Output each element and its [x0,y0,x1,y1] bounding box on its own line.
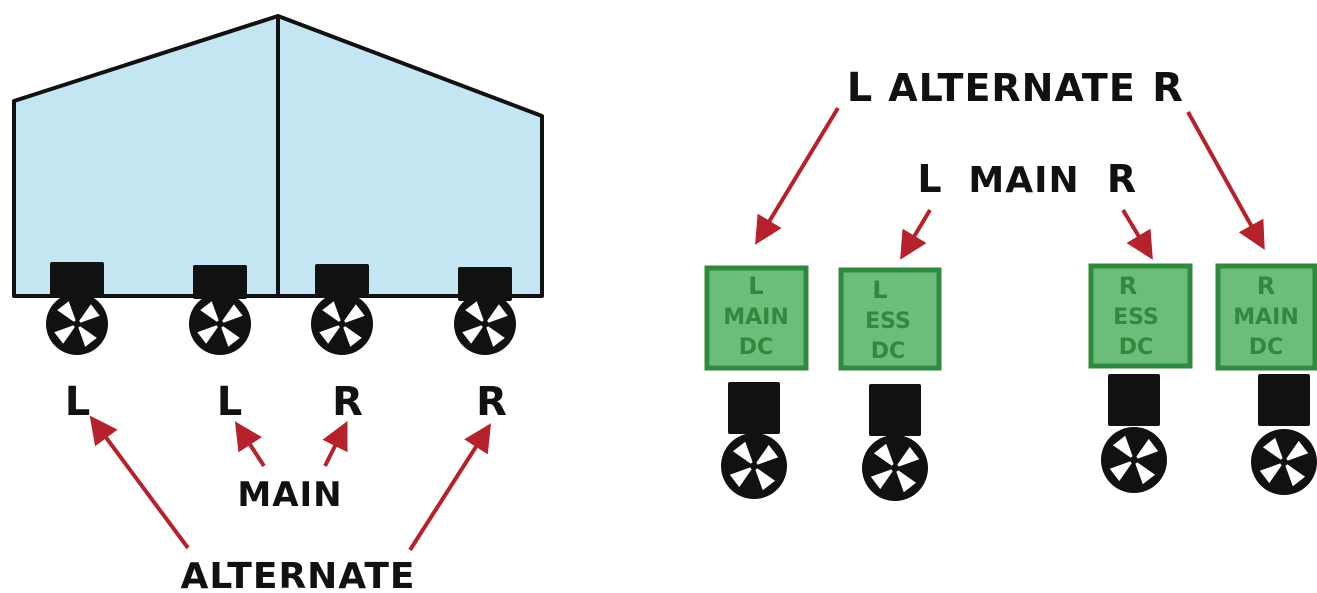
right-diagram: L ALTERNATE R L MAIN R L MAIN DC L ESS D… [704,65,1317,501]
fan-icon [189,293,251,355]
bus-box-line: L [872,276,887,304]
left-main-label: MAIN [237,475,342,515]
arrow-alternate-l-to-left-main-dc [755,106,840,245]
bus-box-line: L [748,272,763,300]
fan-icon [1251,429,1317,495]
generator-block [315,264,369,298]
fan-icon [721,433,787,499]
fan-icon [1101,427,1167,493]
generator-block [1108,374,1160,426]
generator-block [458,267,512,301]
bus-box-line: R [1257,272,1275,300]
left-position-label: R [476,379,508,425]
alternate-label-r: R [1152,65,1184,111]
generator-block [1258,374,1310,426]
bus-box-left-ess-dc: L ESS DC [838,267,942,371]
arrow-main-l-to-left-ess-dc [900,208,932,260]
main-label-text: MAIN [968,160,1079,201]
arrow-main-to-inner-right [322,420,348,467]
right-generator-units [721,374,1317,501]
main-label-r: R [1107,157,1137,201]
bus-box-line: ESS [865,309,911,334]
bus-box-line: DC [739,335,773,360]
left-diagram: L L R R MAIN ALTERNATE [12,14,544,593]
left-position-label: R [332,379,364,425]
alternate-label-l: L [847,65,874,111]
left-position-label: L [217,379,244,425]
generator-block [869,384,921,436]
bus-box-line: ESS [1113,305,1159,330]
bus-box-line: DC [871,339,905,364]
fan-icon [862,435,928,501]
left-position-label: L [65,379,92,425]
bus-box-right-main-dc: R MAIN DC [1215,263,1317,371]
arrow-main-r-to-right-ess-dc [1121,208,1153,260]
bus-box-line: DC [1119,335,1153,360]
bus-box-line: MAIN [1233,305,1299,330]
generator-block [50,262,104,296]
arrow-alternate-r-to-right-main-dc [1186,111,1265,250]
main-label-l: L [917,157,942,201]
left-generator-units [46,262,516,355]
alternate-label-text: ALTERNATE [888,66,1136,110]
arrow-main-to-inner-left [234,421,266,468]
generator-block [728,382,780,434]
bus-box-line: MAIN [723,305,789,330]
bus-box-left-main-dc: L MAIN DC [704,265,809,371]
left-alternate-label: ALTERNATE [180,556,415,593]
fan-icon [311,293,373,355]
arrow-alternate-to-outer-right [408,423,492,552]
fan-icon [46,293,108,355]
generator-block [193,265,247,299]
fan-icon [454,293,516,355]
bus-box-line: R [1119,272,1137,300]
arrow-alternate-to-outer-left [89,415,190,550]
bus-box-right-ess-dc: R ESS DC [1088,263,1193,369]
bus-box-line: DC [1249,335,1283,360]
